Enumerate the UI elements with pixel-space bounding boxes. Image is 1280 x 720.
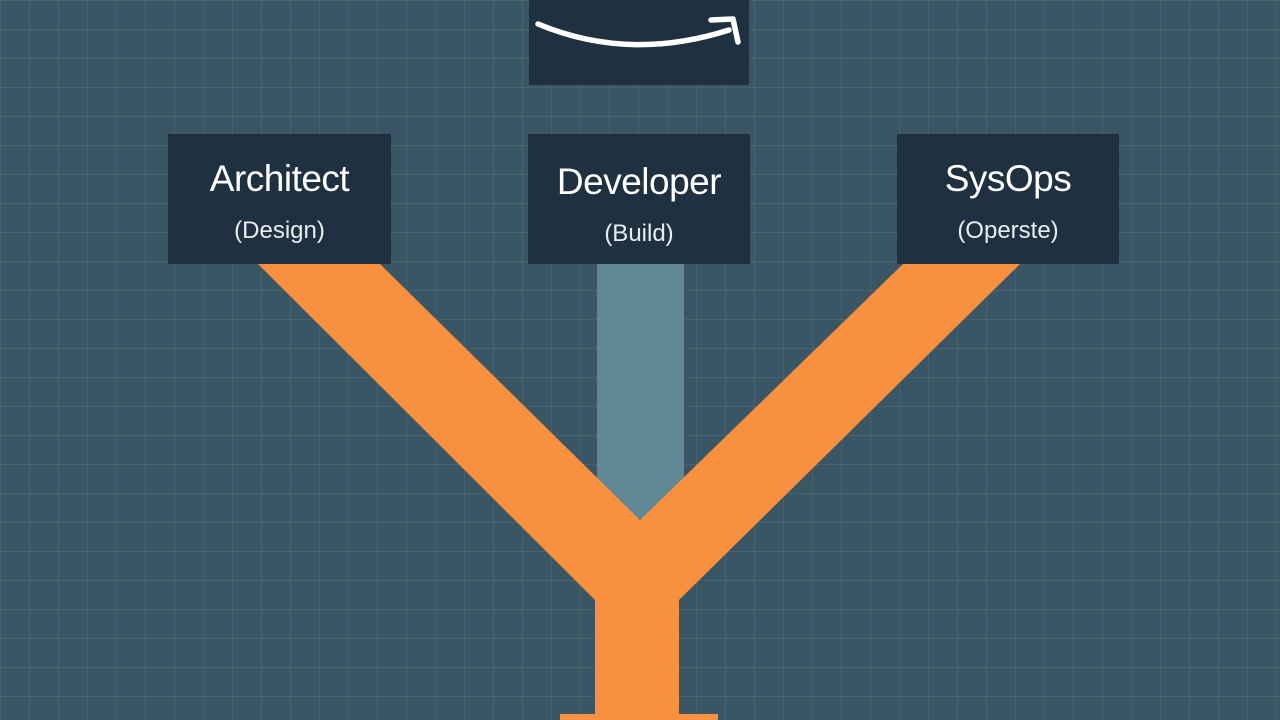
sysops-title: SysOps	[944, 158, 1072, 199]
architect-card: Architect (Design)	[168, 134, 391, 264]
architect-title: Architect	[209, 158, 350, 199]
orange-trunk	[595, 590, 679, 720]
developer-subtitle: (Build)	[604, 220, 674, 247]
architect-subtitle: (Design)	[234, 217, 325, 244]
sysops-card: SysOps (Operste)	[897, 134, 1119, 264]
amazon-smile-arrow-icon	[535, 16, 741, 48]
developer-card: Developer (Build)	[528, 134, 750, 264]
center-branch-bar	[597, 264, 684, 519]
developer-title: Developer	[556, 161, 722, 202]
logo-box	[529, 0, 749, 85]
sysops-subtitle: (Operste)	[957, 217, 1059, 244]
trunk-base	[560, 714, 718, 720]
right-orange-branch	[595, 264, 1020, 600]
left-orange-branch	[258, 264, 679, 600]
